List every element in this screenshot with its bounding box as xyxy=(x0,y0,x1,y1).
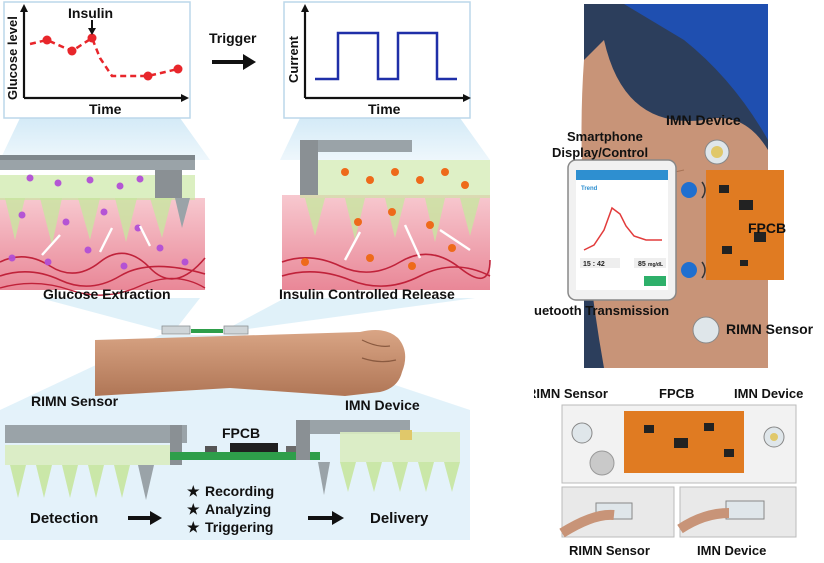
photo-imn-device-label: IMN Device xyxy=(666,112,741,128)
schematic-figure: Insulin Glucose level Time Trigger Curre… xyxy=(0,1,491,540)
trigger-label: Trigger xyxy=(209,30,257,46)
bottom-imn-device-caption: IMN Device xyxy=(697,543,766,558)
arm-rimn-sensor-label: RIMN Sensor xyxy=(31,393,119,409)
step-triggering: Triggering xyxy=(205,519,273,535)
bottom-rimn-sensor-caption: RIMN Sensor xyxy=(569,543,650,558)
bottom-imn-device-label: IMN Device xyxy=(734,386,803,401)
device-fpcb-label: FPCB xyxy=(222,425,260,441)
step-star-icon: ★ xyxy=(187,501,200,517)
photo-rimn-sensor-label: RIMN Sensor xyxy=(726,321,814,337)
glucose-graph xyxy=(3,1,191,119)
phone-screen-title: Trend xyxy=(581,186,598,192)
glucose-xlabel: Time xyxy=(89,101,122,117)
glucose-extraction-caption: Glucose Extraction xyxy=(43,286,171,302)
skin-panel-right xyxy=(281,140,491,290)
step-recording: Recording xyxy=(205,483,274,499)
glucose-ylabel: Glucose level xyxy=(5,16,20,100)
delivery-label: Delivery xyxy=(370,510,429,527)
insulin-release-caption: Insulin Controlled Release xyxy=(279,286,455,302)
phone-screen-value: 85 xyxy=(638,261,646,268)
current-xlabel: Time xyxy=(368,101,401,117)
bottom-fpcb-label: FPCB xyxy=(659,386,694,401)
phone-screen-time: 15 : 42 xyxy=(583,261,605,268)
smartphone-label: Smartphone Display/Control xyxy=(552,129,648,160)
arm-imn-device-label: IMN Device xyxy=(345,397,420,413)
step-star-icon: ★ xyxy=(187,519,200,535)
photo-arm-device: Trend 15 : 42 85 mg/dL IMN Device FPCB B… xyxy=(534,4,814,368)
delivery-arrow-icon xyxy=(332,511,344,525)
step-star-icon: ★ xyxy=(187,483,200,499)
photo-fpcb-label: FPCB xyxy=(748,220,786,236)
beam-right-down xyxy=(225,298,475,330)
step-analyzing: Analyzing xyxy=(205,501,271,517)
arm-illustration xyxy=(95,325,406,396)
current-graph xyxy=(283,1,471,119)
trigger-arrow-icon xyxy=(243,54,256,70)
device-panel xyxy=(0,410,470,540)
beam-left-top xyxy=(0,118,210,160)
bottom-rimn-sensor-label: RIMN Sensor xyxy=(534,386,608,401)
current-curve xyxy=(315,31,457,81)
detection-arrow-icon xyxy=(150,511,162,525)
insulin-annotation: Insulin xyxy=(68,5,113,21)
detection-label: Detection xyxy=(30,510,98,527)
phone-screen-unit: mg/dL xyxy=(648,262,663,268)
glucose-curve xyxy=(29,36,179,78)
photo-bluetooth-label: Bluetooth Transmission xyxy=(534,303,669,318)
skin-panel-left xyxy=(0,155,206,296)
current-ylabel: Current xyxy=(286,35,301,83)
photo-device-closeups: RIMN Sensor FPCB IMN Device RIMN Sensor … xyxy=(534,386,803,558)
beam-left-down xyxy=(40,298,200,330)
